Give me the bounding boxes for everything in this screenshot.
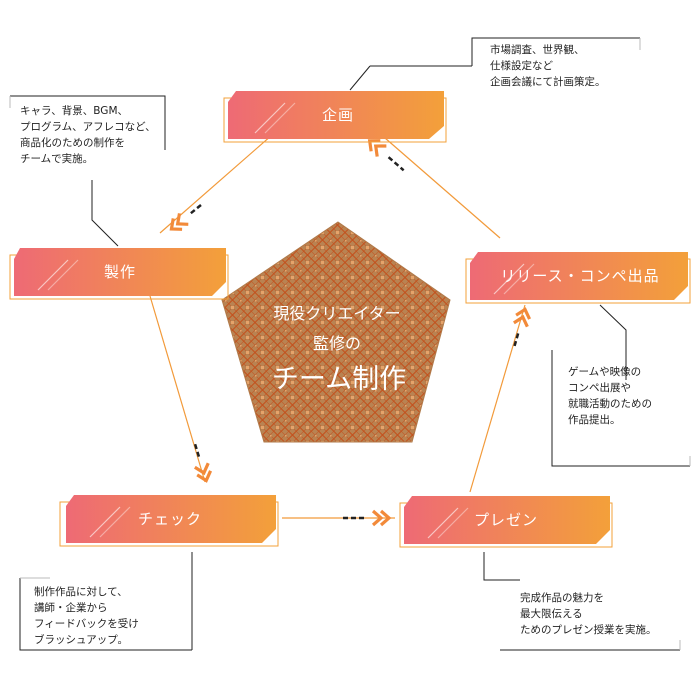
connector-release-to-planning — [384, 137, 501, 239]
center-pentagon: 現役クリエイター 監修の チーム制作 — [221, 221, 451, 443]
note-production-line: プログラム、アフレコなど、 — [20, 121, 156, 133]
note-frames — [9, 37, 691, 651]
stage-release: リリース・コンペ出品 — [465, 252, 691, 304]
stage-release-label: リリース・コンペ出品 — [500, 267, 659, 285]
center-title-line3: チーム制作 — [272, 364, 406, 395]
note-check: 制作作品に対して、 講師・企業から フィードバックを受け ブラッシュアップ。 — [34, 584, 139, 648]
note-check-line: ブラッシュアップ。 — [34, 634, 128, 646]
stage-presentation: プレゼン — [399, 496, 613, 548]
stage-planning-label: 企画 — [322, 106, 354, 124]
note-check-line: 制作作品に対して、 — [34, 586, 128, 598]
note-presentation-line: 最大限伝える — [520, 608, 583, 620]
note-release-line: 作品提出。 — [568, 414, 621, 426]
connector-presentation-to-release — [469, 304, 526, 493]
center-title-line2: 監修の — [313, 334, 361, 353]
stage-production-label: 製作 — [104, 263, 136, 281]
note-planning: 市場調査、世界観、 仕様設定など 企画会議にて計画策定。 — [490, 42, 606, 90]
arrow-production-to-check — [193, 440, 213, 483]
stage-check-label: チェック — [138, 510, 202, 528]
note-presentation: 完成作品の魅力を 最大限伝える ためのプレゼン授業を実施。 — [520, 590, 657, 638]
note-production-line: 商品化のための制作を — [20, 137, 125, 149]
note-check-line: フィードバックを受け — [34, 618, 139, 630]
arrow-release-to-planning — [367, 139, 405, 172]
note-production: キャラ、背景、BGM、 プログラム、アフレコなど、 商品化のための制作を チーム… — [20, 103, 156, 167]
note-production-line: キャラ、背景、BGM、 — [20, 105, 129, 117]
note-planning-line: 企画会議にて計画策定。 — [490, 76, 606, 88]
stage-production: 製作 — [9, 248, 229, 300]
stage-presentation-label: プレゼン — [474, 511, 538, 529]
arrow-presentation-to-release — [512, 307, 532, 350]
note-release-line: 就職活動のための — [568, 398, 652, 410]
note-check-line: 講師・企業から — [34, 602, 108, 614]
note-presentation-line: 完成作品の魅力を — [520, 592, 604, 604]
arrow-check-to-presentation — [342, 509, 392, 527]
connector-production-to-check — [149, 295, 206, 483]
note-presentation-line: ためのプレゼン授業を実施。 — [520, 624, 657, 636]
note-release: ゲームや映像の コンペ出展や 就職活動のための 作品提出。 — [568, 364, 652, 428]
note-production-line: チームで実施。 — [20, 153, 94, 165]
stage-planning: 企画 — [223, 91, 447, 143]
note-release-line: ゲームや映像の — [568, 366, 642, 378]
center-title-line1: 現役クリエイター — [273, 304, 400, 323]
note-planning-line: 仕様設定など — [490, 60, 553, 72]
arrow-planning-to-production — [169, 202, 205, 231]
stage-check: チェック — [59, 495, 279, 547]
note-release-line: コンペ出展や — [568, 382, 631, 394]
note-planning-line: 市場調査、世界観、 — [490, 44, 585, 56]
